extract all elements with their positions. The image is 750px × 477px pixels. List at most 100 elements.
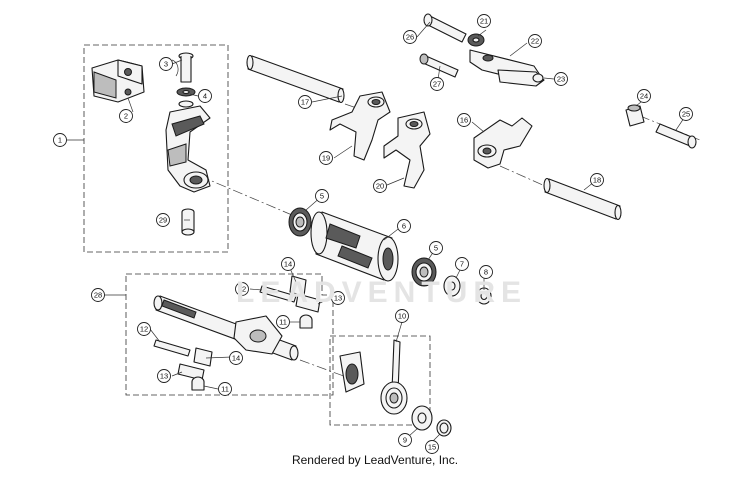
callout-7: 7: [455, 257, 469, 271]
svg-text:12: 12: [238, 285, 246, 294]
callout-12-lower: 12: [137, 322, 151, 336]
svg-text:13: 13: [160, 372, 168, 381]
callout-14-lower: 14: [229, 351, 243, 365]
callout-10: 10: [395, 309, 409, 323]
svg-text:5: 5: [434, 244, 438, 253]
callout-24: 24: [637, 89, 651, 103]
part-shift-lever-1: [165, 105, 211, 193]
svg-text:11: 11: [279, 318, 287, 327]
part-clip-14-lower: [193, 347, 213, 367]
callout-11-lower: 11: [218, 382, 232, 396]
svg-text:19: 19: [322, 154, 330, 163]
svg-text:29: 29: [159, 216, 167, 225]
render-credit-footer: Rendered by LeadVenture, Inc.: [291, 453, 459, 467]
callout-20: 20: [373, 179, 387, 193]
svg-text:28: 28: [94, 291, 102, 300]
svg-text:24: 24: [640, 92, 648, 101]
callout-22: 22: [528, 34, 542, 48]
svg-text:20: 20: [376, 182, 384, 191]
callout-26: 26: [403, 30, 417, 44]
part-fork-20: [383, 111, 431, 189]
part-bushing-21: [467, 33, 485, 47]
part-bearing-5-right: [411, 257, 437, 287]
part-pin-29: [181, 208, 195, 236]
part-fork-19: [329, 91, 391, 161]
callout-9: 9: [398, 433, 412, 447]
svg-text:17: 17: [301, 98, 309, 107]
callout-29: 29: [156, 213, 170, 227]
callout-13-upper: 13: [331, 291, 345, 305]
part-bolt-27: [419, 53, 459, 78]
svg-text:8: 8: [484, 268, 488, 277]
svg-text:1: 1: [58, 136, 62, 145]
svg-text:18: 18: [593, 176, 601, 185]
part-clip-13-upper: [295, 293, 321, 313]
callout-19: 19: [319, 151, 333, 165]
callout-27: 27: [430, 77, 444, 91]
centerline-rod-18: [499, 165, 546, 187]
callout-1: 1: [53, 133, 67, 147]
callout-11-upper: 11: [276, 315, 290, 329]
svg-text:10: 10: [398, 312, 406, 321]
callout-17: 17: [298, 95, 312, 109]
svg-text:27: 27: [433, 80, 441, 89]
centerline-drum: [199, 175, 293, 216]
callout-25: 25: [679, 107, 693, 121]
svg-text:15: 15: [428, 443, 436, 452]
part-roller-11-upper: [299, 314, 313, 329]
callout-18: 18: [590, 173, 604, 187]
callout-23: 23: [554, 72, 568, 86]
callout-12-upper: 12: [235, 282, 249, 296]
part-bearing-5-left: [288, 207, 312, 237]
part-shift-shaft-28: [153, 295, 299, 361]
callout-5-right: 5: [429, 241, 443, 255]
callout-5-left: 5: [315, 189, 329, 203]
part-bolt-25: [655, 123, 697, 149]
part-washer-4: [176, 87, 196, 108]
callout-2: 2: [119, 109, 133, 123]
part-spring-10: [339, 339, 408, 415]
part-fork-16: [473, 117, 533, 169]
part-washer-9: [411, 405, 433, 431]
callout-21: 21: [477, 14, 491, 28]
svg-text:23: 23: [557, 75, 565, 84]
callout-3: 3: [159, 57, 173, 71]
part-rod-18: [543, 177, 622, 221]
callout-16: 16: [457, 113, 471, 127]
callout-28: 28: [91, 288, 105, 302]
svg-text:5: 5: [320, 192, 324, 201]
svg-text:14: 14: [232, 354, 240, 363]
part-bolt-26: [423, 13, 467, 43]
part-roller-11-lower: [191, 376, 205, 391]
svg-text:9: 9: [403, 436, 407, 445]
svg-text:4: 4: [203, 92, 207, 101]
svg-text:25: 25: [682, 110, 690, 119]
part-housing-2: [91, 59, 145, 103]
part-bolt-3: [171, 52, 194, 83]
svg-text:11: 11: [221, 385, 229, 394]
assembly-box-1: [66, 44, 229, 253]
svg-text:12: 12: [140, 325, 148, 334]
part-rod-17: [246, 54, 345, 104]
svg-text:6: 6: [402, 222, 406, 231]
svg-text:3: 3: [164, 60, 168, 69]
svg-text:7: 7: [460, 260, 464, 269]
svg-text:2: 2: [124, 112, 128, 121]
part-spring-pin-12-lower: [153, 339, 191, 357]
callout-13-lower: 13: [157, 369, 171, 383]
svg-text:21: 21: [480, 17, 488, 26]
part-link-23: [497, 69, 545, 87]
callout-6: 6: [397, 219, 411, 233]
svg-text:26: 26: [406, 33, 414, 42]
svg-text:13: 13: [334, 294, 342, 303]
callout-8: 8: [479, 265, 493, 279]
part-shift-drum-6: [310, 211, 399, 282]
svg-text:22: 22: [531, 37, 539, 46]
part-circlip-15: [436, 419, 452, 437]
svg-text:14: 14: [284, 260, 292, 269]
part-washer-7: [443, 275, 461, 297]
centerline-shaft: [299, 359, 361, 383]
part-plug-24: [625, 104, 645, 127]
